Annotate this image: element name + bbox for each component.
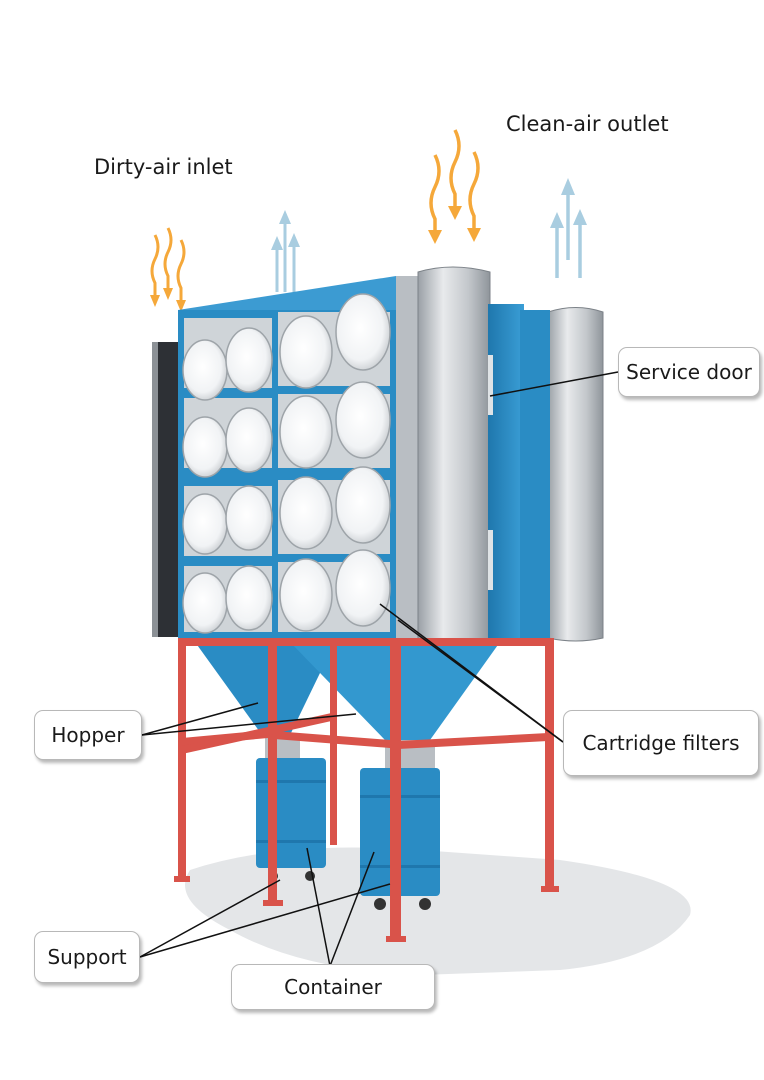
dirty-air-inlet-heading: Dirty-air inlet	[94, 155, 233, 179]
door-hinge-bottom	[488, 530, 493, 590]
outlet-cylinder-left	[417, 266, 491, 648]
door-hinge-top	[488, 355, 493, 415]
service-door-callout: Service door	[618, 347, 760, 397]
clean-air-outlet-heading: Clean-air outlet	[506, 112, 669, 136]
left-side-edge	[152, 342, 158, 637]
container-callout: Container	[231, 964, 435, 1010]
service-door-panel	[488, 304, 524, 640]
clean-air-arrows-left	[271, 210, 300, 292]
dirty-air-arrowheads-left	[150, 288, 186, 312]
support-frame	[174, 638, 559, 942]
support-callout: Support	[34, 931, 140, 983]
dirty-air-arrows-left	[150, 227, 186, 300]
leader-lines	[139, 371, 619, 967]
hopper-callout: Hopper	[34, 710, 142, 760]
housing-side	[396, 276, 418, 638]
service-door-edge	[520, 310, 550, 640]
hopper-left	[195, 642, 335, 735]
dirty-air-arrowheads-right	[428, 206, 481, 244]
cartridge-filters-callout: Cartridge filters	[563, 710, 759, 776]
cartridge-filters	[182, 293, 391, 634]
dirty-air-arrows-right	[429, 129, 480, 231]
clean-air-arrows-right	[550, 178, 587, 278]
outlet-cylinder-right	[547, 307, 604, 642]
